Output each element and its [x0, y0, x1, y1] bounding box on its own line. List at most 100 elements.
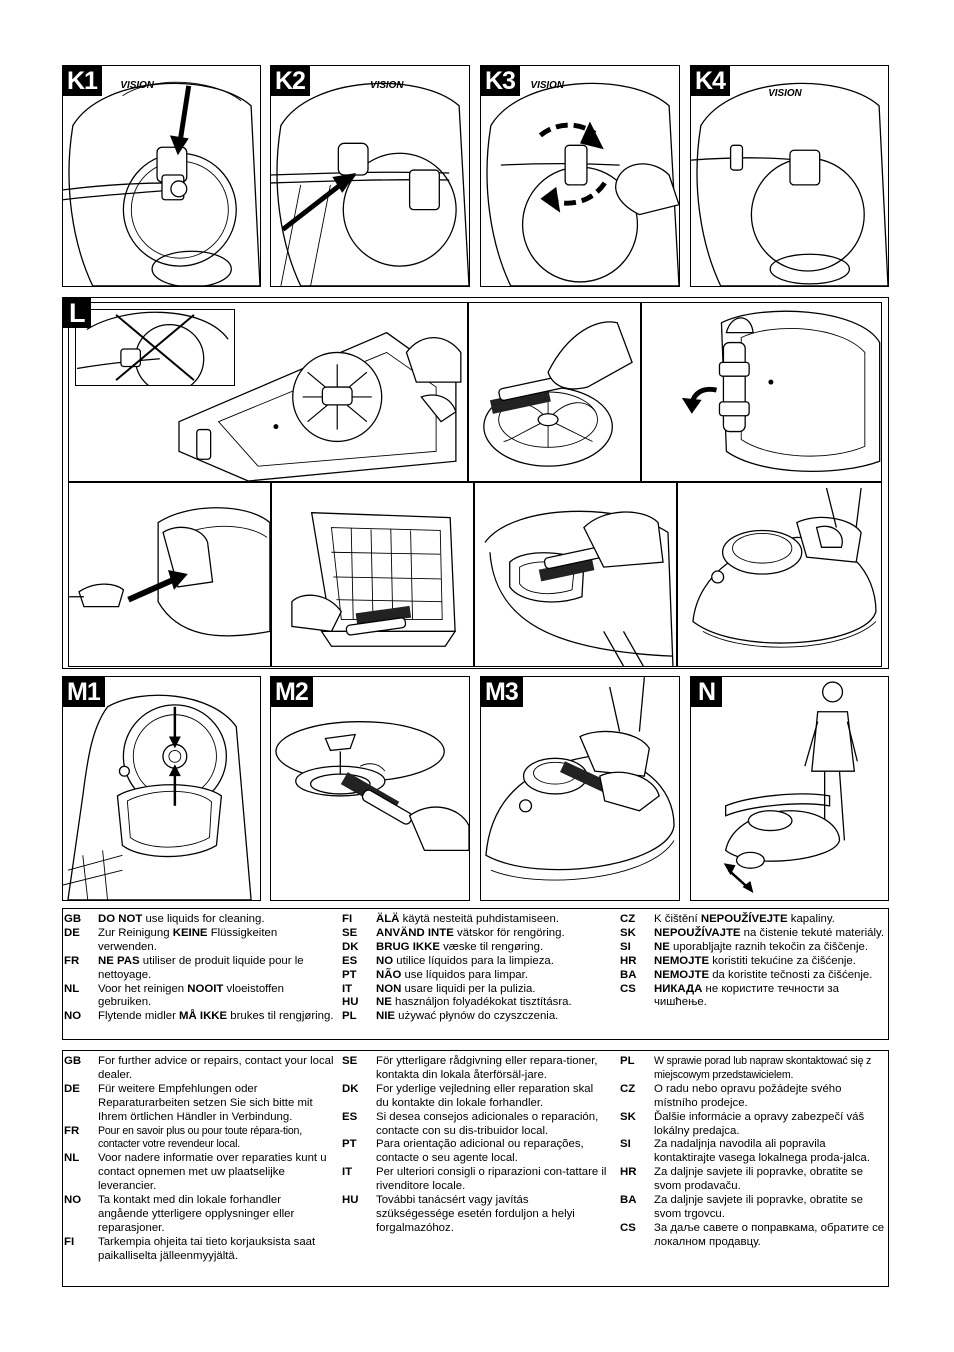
- language-code: SK: [620, 1110, 636, 1123]
- language-text: За даље савете о поправкама, обратите се…: [654, 1221, 885, 1248]
- m2-illustration: [275, 721, 469, 852]
- text-bold: NEMOJTE: [654, 968, 710, 981]
- text-pre: Zur Reinigung: [98, 926, 173, 939]
- language-text: Ďalšie informácie a opravy zabezpečí váš…: [654, 1110, 865, 1137]
- text-bold: NO: [376, 954, 394, 967]
- l-inset-crossed: [75, 309, 235, 386]
- text-post: vloeistoffen gebruiken.: [98, 982, 284, 1009]
- text-bold: MÅ IKKE: [179, 1010, 228, 1023]
- language-text: NIE używać płynów do czyszczenia.: [376, 1010, 608, 1024]
- language-text: Voor het reinigen NOOIT vloeistoffen geb…: [98, 983, 334, 1011]
- brush-icon: [345, 605, 412, 636]
- text-bold: NÃO: [376, 968, 402, 981]
- hand-icon: [291, 594, 343, 633]
- panel-m1: M1: [62, 676, 261, 901]
- l-step-3-illustration: [681, 310, 881, 472]
- text-post: da koristite tečnosti za čišćenje.: [709, 968, 873, 981]
- l-step-7: [677, 482, 882, 667]
- panel-k4: K4 VISION: [690, 65, 889, 287]
- text-bold: NEPOUŽÍVAJTE: [654, 926, 741, 939]
- language-text: För ytterligare rådgivning eller repara-…: [376, 1055, 598, 1081]
- language-text: Voor nadere informatie over reparaties k…: [98, 1152, 327, 1193]
- panel-label-k3: K3: [481, 66, 520, 96]
- language-code: DK: [342, 940, 359, 953]
- text-bold: NE PAS: [98, 954, 140, 967]
- language-text: Tarkempia ohjeita tai tieto korjauksista…: [98, 1235, 316, 1262]
- language-code: SI: [620, 1138, 631, 1151]
- rotate-arrows-icon: [538, 121, 607, 213]
- arrow-icon: [681, 386, 717, 414]
- l-inset-illustration: [76, 311, 229, 385]
- language-code: DK: [342, 1082, 359, 1095]
- panel-k3: K3 VISION: [480, 65, 680, 287]
- text-post: usare liquidi per la pulizia.: [401, 982, 536, 995]
- language-code: GB: [64, 1055, 82, 1067]
- language-text: Flytende midler MÅ IKKE brukes til rengj…: [98, 1010, 334, 1024]
- language-code: FI: [342, 913, 353, 925]
- language-text: Pour en savoir plus ou pour toute répara…: [98, 1124, 302, 1151]
- text-bold: NE: [654, 940, 670, 953]
- panel-m3: M3: [480, 676, 680, 901]
- language-code: GB: [64, 913, 82, 925]
- l-step-7-illustration: [692, 487, 877, 648]
- vision-logo: VISION: [768, 88, 802, 99]
- language-entry-fr: FR NE PAS utiliser de produit liquide pou…: [64, 955, 334, 983]
- text-post: brukes til rengjøring.: [227, 1010, 334, 1023]
- language-code: HU: [342, 996, 359, 1009]
- k2-illustration: VISION: [271, 80, 469, 286]
- k4-illustration: VISION: [691, 82, 888, 286]
- k3-illustration: VISION: [486, 80, 679, 286]
- text-bold: NIE: [376, 1010, 395, 1023]
- language-code: ES: [342, 954, 358, 967]
- language-text: NON usare liquidi per la pulizia.: [376, 983, 608, 997]
- panel-n: N: [690, 676, 889, 901]
- arrow-icon: [168, 706, 181, 806]
- hand-icon: [583, 511, 664, 568]
- language-code: HR: [620, 1166, 637, 1179]
- l-step-3: [641, 302, 882, 482]
- language-code: PL: [620, 1055, 635, 1067]
- brush-icon: [538, 545, 609, 582]
- panel-m2: M2: [270, 676, 470, 901]
- l-step-2-illustration: [483, 321, 633, 467]
- l-step-6: [474, 482, 677, 667]
- language-code: NL: [64, 1152, 80, 1165]
- text-bold: DO NOT: [98, 913, 143, 925]
- text-bold: НИКАДА: [654, 982, 703, 995]
- text-post: utiliser de produit liquide pour le nett…: [98, 954, 304, 981]
- panel-l: L: [62, 297, 889, 669]
- language-entry-ba: BA NEMOJTE da koristite tečnosti za čišće…: [620, 969, 888, 983]
- vision-logo: VISION: [531, 80, 565, 91]
- arrow-icon: [127, 570, 188, 603]
- language-code: BA: [620, 968, 637, 981]
- text-bold: KEINE: [172, 926, 208, 939]
- k1-illustration: VISION: [63, 80, 260, 286]
- hand-icon: [405, 337, 462, 383]
- arrow-icon: [169, 85, 192, 156]
- language-code: DE: [64, 926, 80, 939]
- l-step-6-illustration: [484, 510, 674, 666]
- l-step-4-illustration: [69, 507, 270, 637]
- language-text: Per ulteriori consigli o riparazioni con…: [376, 1166, 607, 1193]
- arrow-icon: [281, 173, 357, 232]
- language-text: Para orientação adicional ou reparações,…: [376, 1138, 584, 1165]
- language-code: PT: [342, 968, 357, 981]
- language-code: FR: [64, 954, 80, 967]
- text-post: használjon folyadékokat tisztításra.: [391, 996, 572, 1009]
- m3-illustration: [485, 677, 675, 881]
- language-text: Zur Reinigung KEINE Flüssigkeiten verwen…: [98, 927, 334, 955]
